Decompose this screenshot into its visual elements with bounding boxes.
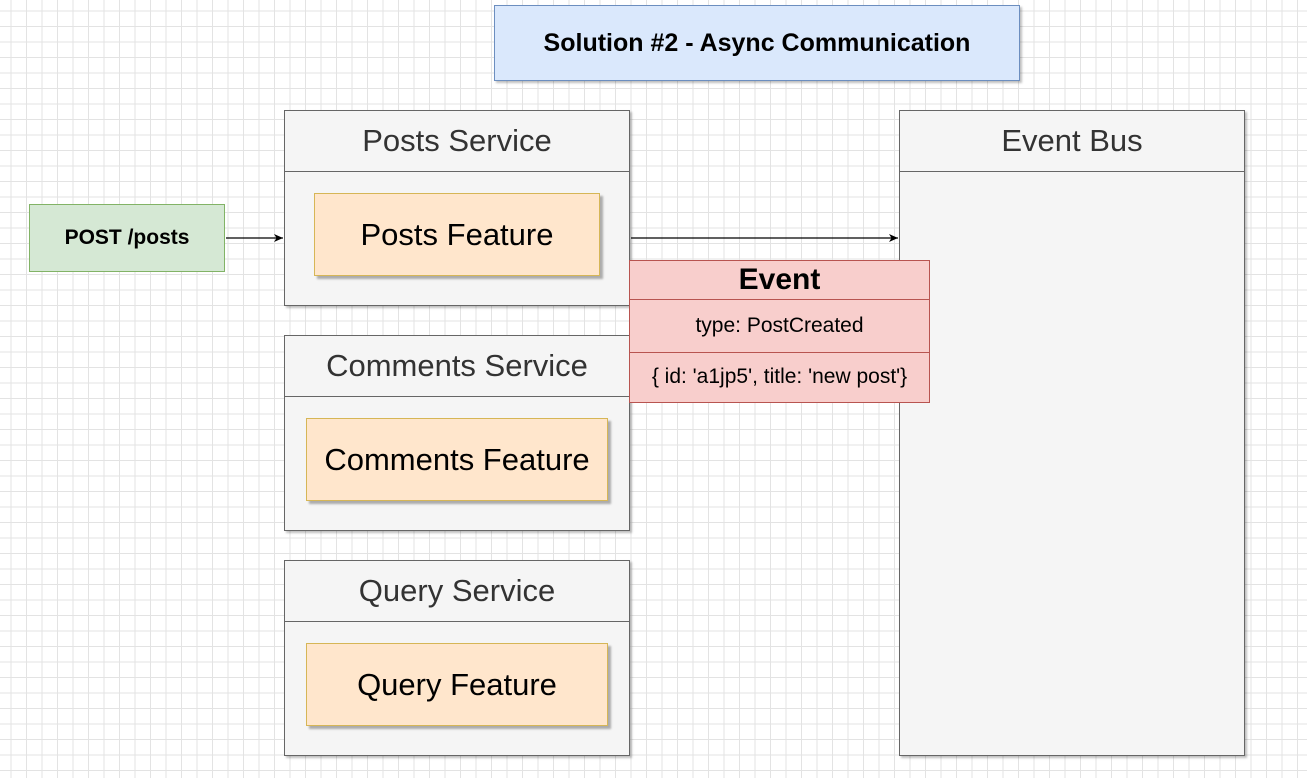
event-title: Event: [630, 261, 929, 300]
post-posts-request: POST /posts: [29, 204, 225, 272]
event-bus: Event Bus: [899, 110, 1245, 756]
event-payload: { id: 'a1jp5', title: 'new post'}: [651, 365, 908, 388]
query-service-header: Query Service: [285, 561, 629, 622]
comments-service-header: Comments Service: [285, 336, 629, 397]
diagram-title: Solution #2 - Async Communication: [494, 5, 1020, 81]
posts-feature: Posts Feature: [314, 193, 600, 276]
event-type: type: PostCreated: [630, 299, 929, 353]
posts-service-header: Posts Service: [285, 111, 629, 172]
query-feature: Query Feature: [306, 643, 608, 726]
event-card: Event type: PostCreated { id: 'a1jp5', t…: [629, 260, 930, 403]
event-bus-header: Event Bus: [900, 111, 1244, 172]
comments-feature: Comments Feature: [306, 418, 608, 501]
